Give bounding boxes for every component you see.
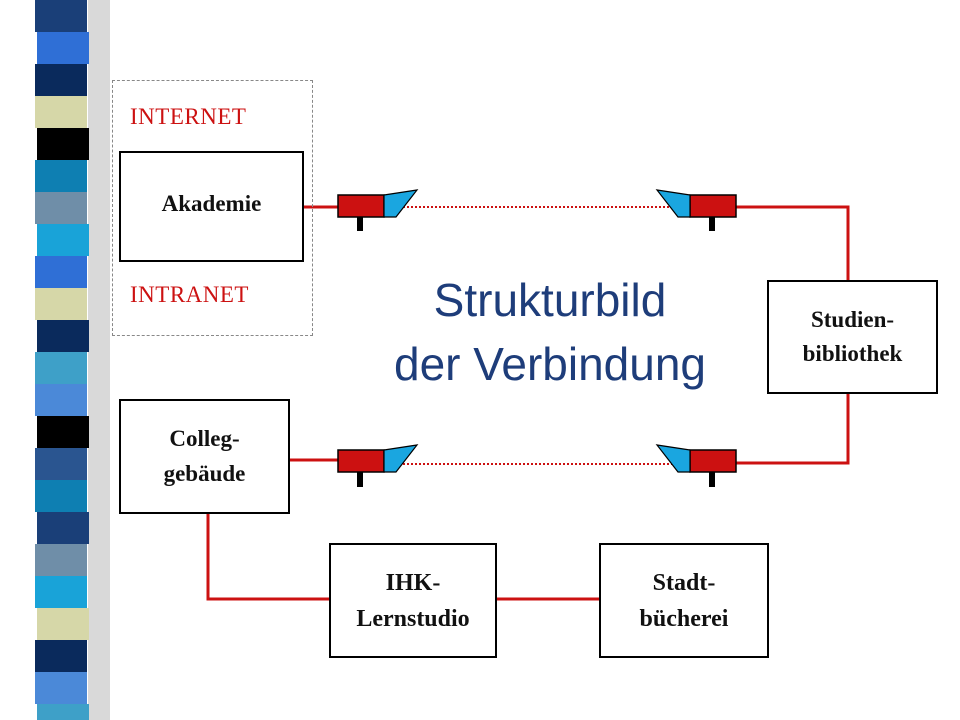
node-akademie-label: Akademie [161,191,262,216]
node-colleg-label: Colleg- gebäude [163,426,246,486]
decorative-stripe [35,0,110,720]
node-akademie: Akademie [119,151,304,262]
network-zone [112,80,313,336]
title-line-1: Strukturbild [433,274,667,326]
link-colleg-ihk [206,513,330,601]
node-stadt-label: Stadt- bücherei [639,569,729,632]
node-studienbibliothek: Studien- bibliothek [767,280,938,394]
title-line-2: der Verbindung [393,338,707,390]
transceiver-icon [337,444,419,487]
intranet-label: INTRANET [130,282,249,307]
node-ihk-lernstudio: IHK- Lernstudio [329,543,497,658]
link-connector-studienbibliothek-top [736,205,850,281]
transceiver-icon [655,444,737,487]
internet-label: INTERNET [130,104,247,129]
transceiver-icon [655,189,737,231]
node-colleg-gebaeude: Colleg- gebäude [119,399,290,514]
node-ihk-label: IHK- Lernstudio [356,569,470,632]
diagram-title: Strukturbild der Verbindung [330,268,770,396]
transceiver-icon [337,189,419,231]
node-studienbibliothek-label: Studien- bibliothek [802,306,903,367]
link-studienbibliothek-connector-bottom [736,393,850,465]
node-stadtbuecherei: Stadt- bücherei [599,543,769,658]
